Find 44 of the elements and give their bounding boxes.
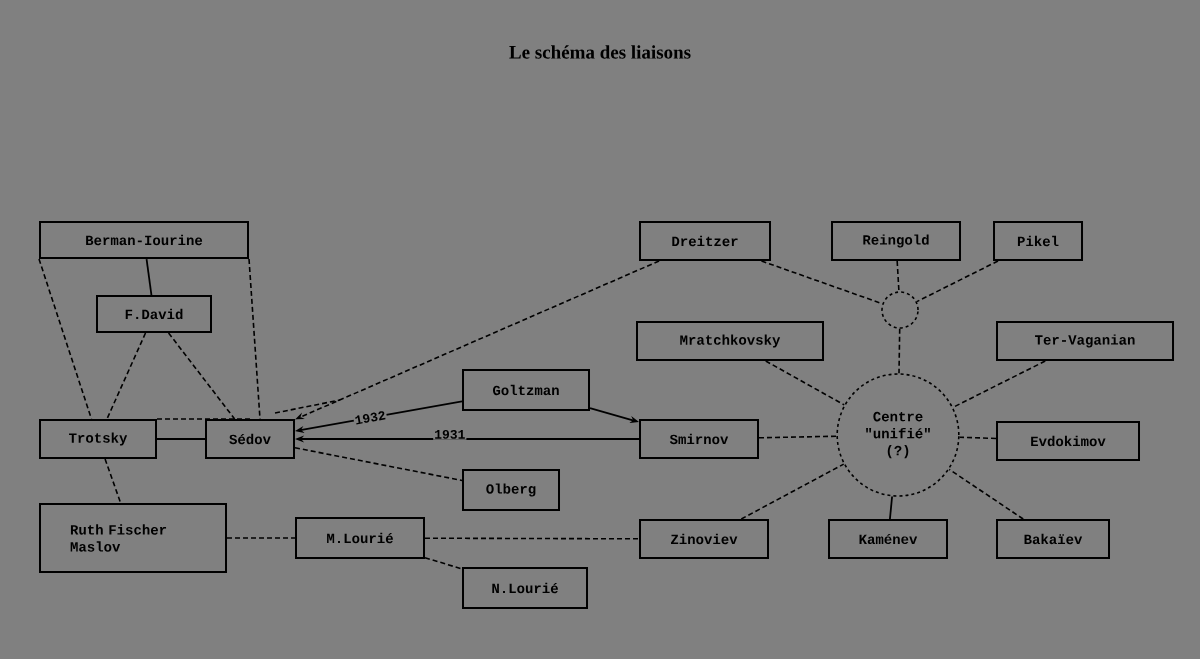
connector xyxy=(106,332,147,420)
name-box: Smirnov xyxy=(639,419,759,459)
name-box: F.David xyxy=(96,295,212,333)
name-box: Dreitzer xyxy=(639,221,771,261)
edge-label: 1931 xyxy=(435,429,465,439)
connector xyxy=(156,438,206,440)
connector xyxy=(274,399,341,414)
connector xyxy=(758,435,838,439)
connector xyxy=(898,328,901,374)
name-box: Sédov xyxy=(205,419,295,459)
connector xyxy=(424,556,463,570)
connector xyxy=(424,537,640,540)
connector xyxy=(764,360,845,406)
connector xyxy=(952,360,1047,409)
junction-circle xyxy=(881,291,919,329)
name-box: Ruth Fischer Maslov xyxy=(39,503,227,573)
connector xyxy=(896,260,900,293)
name-box: Trotsky xyxy=(39,419,157,459)
name-box: Olberg xyxy=(462,469,560,511)
name-box: Reingold xyxy=(831,221,961,261)
name-box: Berman-Iourine xyxy=(39,221,249,259)
name-box: Goltzman xyxy=(462,369,590,411)
connector xyxy=(156,418,251,420)
title: Le schéma des liaisons xyxy=(509,45,691,59)
name-box: M.Lourié xyxy=(295,517,425,559)
name-box: Ter-Vaganian xyxy=(996,321,1174,361)
name-box: N.Lourié xyxy=(462,567,588,609)
connector xyxy=(740,463,845,520)
name-box: Mratchkovsky xyxy=(636,321,824,361)
connector xyxy=(145,258,153,296)
connector xyxy=(104,458,122,504)
name-box: Kaménev xyxy=(828,519,948,559)
connector xyxy=(294,447,463,482)
connector xyxy=(916,260,999,303)
connector xyxy=(167,332,236,420)
connector xyxy=(948,468,1024,520)
name-box: Zinoviev xyxy=(639,519,769,559)
connector xyxy=(889,495,893,520)
name-box: Pikel xyxy=(993,221,1083,261)
connector xyxy=(958,436,997,440)
edge-label: 1932 xyxy=(355,411,386,425)
name-box: Bakaïev xyxy=(996,519,1110,559)
connector xyxy=(226,537,296,539)
name-box: Evdokimov xyxy=(996,421,1140,461)
